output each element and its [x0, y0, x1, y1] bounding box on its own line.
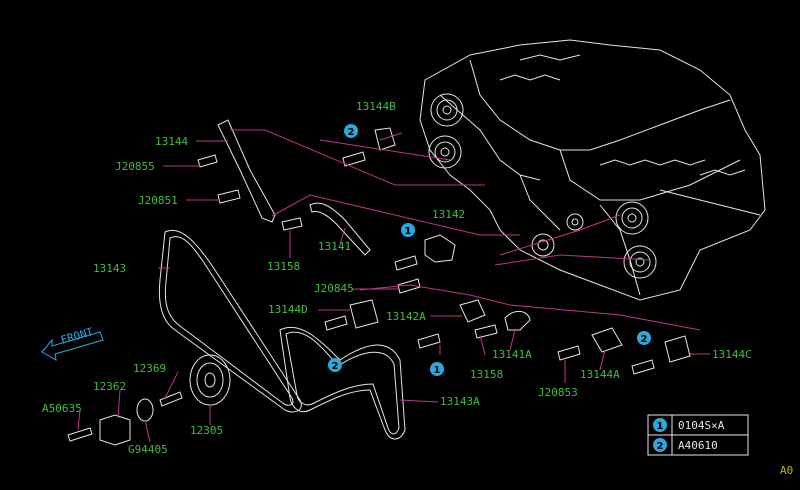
label-13158-b: 13158 — [470, 368, 503, 381]
label-j20845: J20845 — [314, 282, 354, 295]
callout-2-right: 2 — [637, 331, 651, 345]
label-13143: 13143 — [93, 262, 126, 275]
callout-1-upper: 1 — [401, 223, 415, 237]
callout-1-lower: 1 — [430, 362, 444, 376]
label-j20853: J20853 — [538, 386, 578, 399]
label-13144c: 13144C — [712, 348, 752, 361]
cover-13144 — [217, 119, 276, 223]
engine-block — [419, 39, 766, 301]
tensioner-13142a — [459, 299, 486, 323]
timing-belt-13143A — [279, 326, 406, 440]
tensioner-13142 — [424, 234, 456, 263]
o-ring-g94405 — [136, 398, 154, 422]
label-13144a: 13144A — [580, 368, 620, 381]
label-12369: 12369 — [133, 362, 166, 375]
legend-row1-text: 0104S×A — [678, 419, 725, 432]
svg-text:2: 2 — [641, 334, 648, 345]
part-labels: 13144B 13144 J20855 J20851 13142 13141 1… — [42, 100, 793, 477]
front-arrow: FRONT — [41, 325, 104, 361]
bolt-13144b-part — [374, 127, 396, 151]
svg-text:2: 2 — [332, 361, 339, 372]
idler-13141a — [504, 311, 531, 331]
leader-lines — [77, 129, 710, 443]
bolt-13158-a — [281, 217, 303, 231]
svg-text:2: 2 — [657, 441, 664, 452]
label-13144d: 13144D — [268, 303, 308, 316]
legend-table: 1 2 0104S×A A40610 — [647, 414, 749, 456]
label-13144: 13144 — [155, 135, 188, 148]
bolt-j20845 — [394, 255, 421, 294]
bolt-j20853 — [557, 345, 581, 361]
bolt-0104s-a — [417, 333, 441, 349]
label-13142: 13142 — [432, 208, 465, 221]
bolt-13158-b — [474, 324, 498, 339]
svg-text:2: 2 — [348, 127, 355, 138]
label-13144b: 13144B — [356, 100, 396, 113]
label-a50635: A50635 — [42, 402, 82, 415]
bolt-a50635 — [67, 427, 93, 442]
cover-13144d — [349, 299, 379, 329]
bracket-12362 — [99, 414, 131, 446]
label-13141: 13141 — [318, 240, 351, 253]
label-j20851: J20851 — [138, 194, 178, 207]
svg-text:1: 1 — [657, 421, 664, 432]
cover-13144c — [664, 335, 691, 363]
bolt-a40610 — [324, 151, 655, 375]
bolt-12369 — [159, 391, 183, 407]
legend-callout-2: 2 — [653, 438, 667, 452]
label-12362: 12362 — [93, 380, 126, 393]
label-13141a: 13141A — [492, 348, 532, 361]
bolt-j20855 — [197, 154, 218, 168]
crank-pulley-12305 — [189, 354, 231, 406]
corner-code: A0 — [780, 464, 793, 477]
svg-text:1: 1 — [434, 365, 441, 376]
label-j20855: J20855 — [115, 160, 155, 173]
label-12305: 12305 — [190, 424, 223, 437]
label-13143a: 13143A — [440, 395, 480, 408]
bolt-j20851 — [217, 189, 241, 204]
timing-belt-13143 — [158, 229, 302, 413]
label-g94405: G94405 — [128, 443, 168, 456]
svg-text:1: 1 — [405, 226, 412, 237]
label-13158-a: 13158 — [267, 260, 300, 273]
label-13142a: 13142A — [386, 310, 426, 323]
callout-2-top: 2 — [344, 124, 358, 138]
cover-13144a — [591, 327, 623, 353]
guide-13141 — [309, 202, 371, 256]
legend-callout-1: 1 — [653, 418, 667, 432]
callout-2-mid: 2 — [328, 358, 342, 372]
legend-row2-text: A40610 — [678, 439, 718, 452]
